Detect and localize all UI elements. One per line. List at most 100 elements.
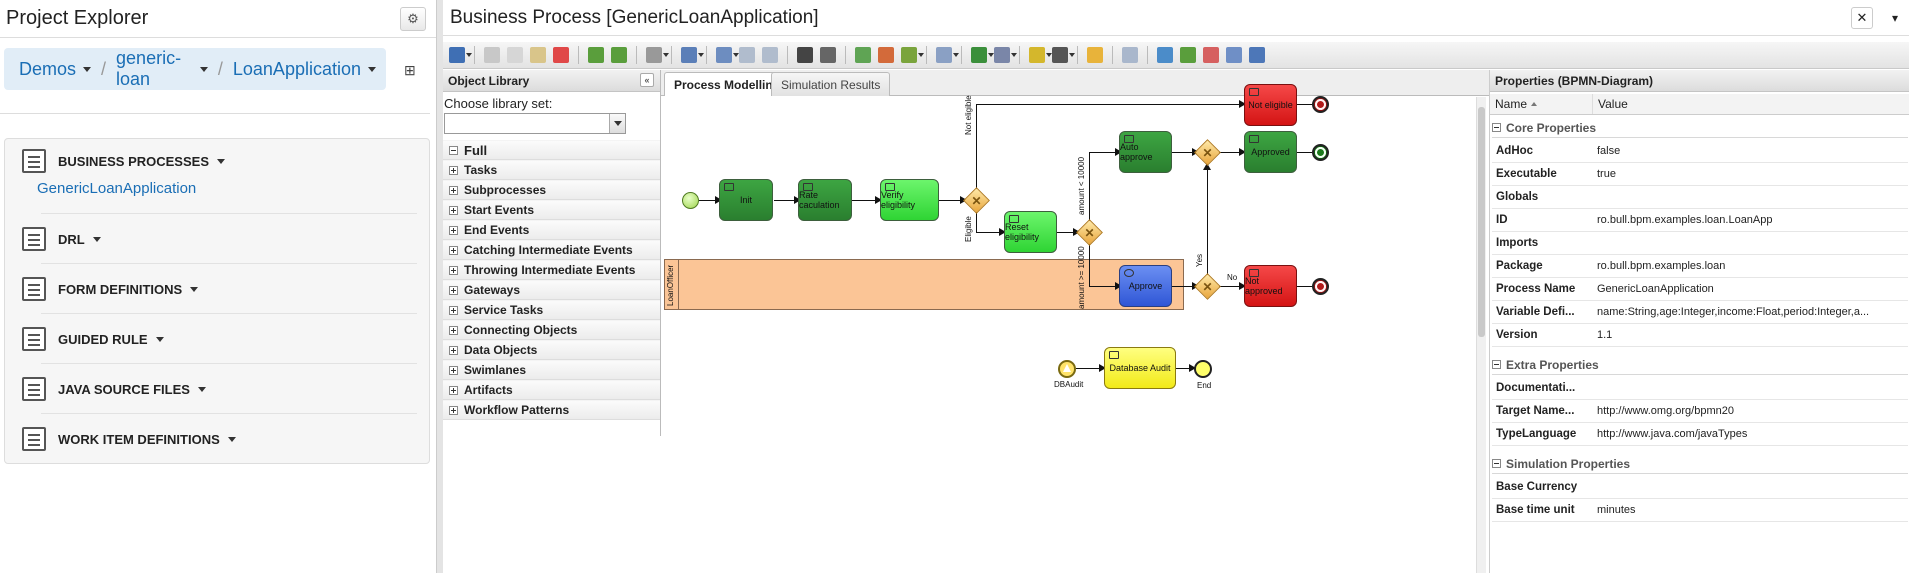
collapse-button[interactable]: « <box>640 73 654 87</box>
section-java-source-files[interactable]: JAVA SOURCE FILES <box>22 377 206 401</box>
chevron-down-icon[interactable] <box>92 236 101 242</box>
color-grid-icon[interactable] <box>901 47 924 63</box>
settings-button[interactable]: ⚙ <box>400 7 426 31</box>
escalation-event-dbaudit[interactable] <box>1058 360 1076 378</box>
zoom-in-icon[interactable] <box>1180 47 1196 63</box>
sequence-flow[interactable] <box>1176 368 1194 369</box>
property-value[interactable]: GenericLoanApplication <box>1597 283 1714 295</box>
sequence-flow[interactable] <box>1076 368 1104 369</box>
expand-icon[interactable] <box>449 225 458 235</box>
library-item-service-tasks[interactable]: Service Tasks <box>443 300 660 320</box>
column-name[interactable]: Name <box>1490 94 1593 114</box>
copy-icon[interactable] <box>507 47 523 63</box>
breadcrumb-item-demos[interactable]: Demos <box>19 58 77 79</box>
library-item-subprocesses[interactable]: Subprocesses <box>443 180 660 200</box>
sequence-flow[interactable] <box>976 210 977 232</box>
import-icon[interactable] <box>1157 47 1173 63</box>
property-row-base-currency[interactable]: Base Currency <box>1492 476 1908 499</box>
property-value[interactable]: http://www.java.com/javaTypes <box>1597 428 1748 440</box>
property-row-base-time-unit[interactable]: Base time unit minutes <box>1492 499 1908 522</box>
section-work-item-definitions[interactable]: WORK ITEM DEFINITIONS <box>22 427 236 451</box>
sequence-flow[interactable] <box>976 232 1004 233</box>
unlock-icon[interactable] <box>820 47 836 63</box>
task-database-audit[interactable]: Database Audit <box>1104 347 1176 389</box>
breadcrumb-item-loanapplication[interactable]: LoanApplication <box>232 58 361 79</box>
group-icon[interactable] <box>739 47 755 63</box>
property-row-globals[interactable]: Globals <box>1492 186 1908 209</box>
section-business-processes[interactable]: BUSINESS PROCESSES <box>22 149 225 173</box>
collapse-icon[interactable] <box>1492 123 1501 132</box>
property-value[interactable]: false <box>1597 145 1621 157</box>
sequence-flow[interactable] <box>1217 152 1244 153</box>
library-item-connecting-objects[interactable]: Connecting Objects <box>443 320 660 340</box>
sequence-flow[interactable] <box>699 200 719 201</box>
chevron-down-icon[interactable] <box>197 386 206 392</box>
group-simulation-properties[interactable]: Simulation Properties <box>1492 454 1908 474</box>
cut-icon[interactable] <box>484 47 500 63</box>
swimlane-loanofficer[interactable] <box>664 259 1184 310</box>
close-button[interactable]: ✕ <box>1851 7 1873 29</box>
expand-icon[interactable] <box>449 325 458 335</box>
ungroup-icon[interactable] <box>762 47 778 63</box>
task-approve[interactable]: Approve <box>1119 265 1172 307</box>
task-reset-eligibility[interactable]: Reset eligibility <box>1004 211 1057 253</box>
start-event[interactable] <box>682 192 699 209</box>
library-item-gateways[interactable]: Gateways <box>443 280 660 300</box>
property-value[interactable]: name:String,age:Integer,income:Float,per… <box>1597 306 1870 318</box>
library-item-swimlanes[interactable]: Swimlanes <box>443 360 660 380</box>
collapse-icon[interactable] <box>449 145 458 155</box>
chevron-down-icon[interactable] <box>227 436 236 442</box>
expand-icon[interactable] <box>449 185 458 195</box>
task-verify-eligibility[interactable]: Verify eligibility <box>880 179 939 221</box>
library-item-data-objects[interactable]: Data Objects <box>443 340 660 360</box>
expand-icon[interactable] <box>449 245 458 255</box>
chevron-down-icon[interactable] <box>155 336 164 342</box>
sequence-flow[interactable] <box>1297 104 1312 105</box>
sequence-flow[interactable] <box>1089 242 1090 287</box>
property-row-version[interactable]: Version 1.1 <box>1492 324 1908 347</box>
sequence-flow[interactable] <box>976 104 1244 105</box>
property-row-process-name[interactable]: Process Name GenericLoanApplication <box>1492 278 1908 301</box>
section-guided-rule[interactable]: GUIDED RULE <box>22 327 164 351</box>
task-not-eligible[interactable]: Not eligible <box>1244 84 1297 126</box>
property-row-package[interactable]: Package ro.bull.bpm.examples.loan <box>1492 255 1908 278</box>
zoom-out-icon[interactable] <box>1203 47 1219 63</box>
expand-icon[interactable] <box>449 205 458 215</box>
sequence-flow[interactable] <box>1089 152 1119 153</box>
sequence-flow[interactable] <box>1089 152 1090 223</box>
sequence-flow[interactable] <box>1297 152 1312 153</box>
tab-process-modelling[interactable]: Process Modelling <box>664 72 791 96</box>
validation-icon[interactable] <box>1029 47 1052 63</box>
library-item-throwing-intermediate-events[interactable]: Throwing Intermediate Events <box>443 260 660 280</box>
chevron-down-icon[interactable] <box>217 158 225 164</box>
remove-node-icon[interactable] <box>878 47 894 63</box>
task-init[interactable]: Init <box>719 179 773 221</box>
sequence-flow[interactable] <box>1057 232 1078 233</box>
breadcrumb-item-generic-loan[interactable]: generic-loan <box>116 48 182 89</box>
property-row-typelanguage[interactable]: TypeLanguage http://www.java.com/javaTyp… <box>1492 423 1908 446</box>
chevron-down-icon[interactable] <box>609 114 625 133</box>
tools-icon[interactable] <box>994 47 1017 63</box>
task-approved[interactable]: Approved <box>1244 131 1297 173</box>
align-icon[interactable] <box>716 47 739 63</box>
collapse-panels-icon[interactable] <box>1249 47 1265 63</box>
column-value[interactable]: Value <box>1593 97 1628 111</box>
chevron-down-icon[interactable] <box>199 66 208 72</box>
property-value[interactable]: true <box>1597 168 1616 180</box>
end-event-approved[interactable] <box>1312 144 1329 161</box>
collapse-icon[interactable] <box>1492 459 1501 468</box>
expand-grid-icon[interactable]: ⊞ <box>404 62 416 78</box>
process-canvas[interactable]: LoanOfficer Not eligible Eligible <box>661 84 1476 573</box>
data-icon[interactable] <box>1087 47 1103 63</box>
collapse-icon[interactable] <box>1492 360 1501 369</box>
lock-icon[interactable] <box>797 47 813 63</box>
task-auto-approve[interactable]: Auto approve <box>1119 131 1172 173</box>
task-not-approved[interactable]: Not approved <box>1244 265 1297 307</box>
expand-icon[interactable] <box>449 165 458 175</box>
fullscreen-icon[interactable] <box>1226 47 1242 63</box>
property-row-adhoc[interactable]: AdHoc false <box>1492 140 1908 163</box>
library-item-artifacts[interactable]: Artifacts <box>443 380 660 400</box>
expand-icon[interactable] <box>449 365 458 375</box>
save-icon[interactable] <box>449 47 472 63</box>
sequence-flow[interactable] <box>1207 169 1208 277</box>
